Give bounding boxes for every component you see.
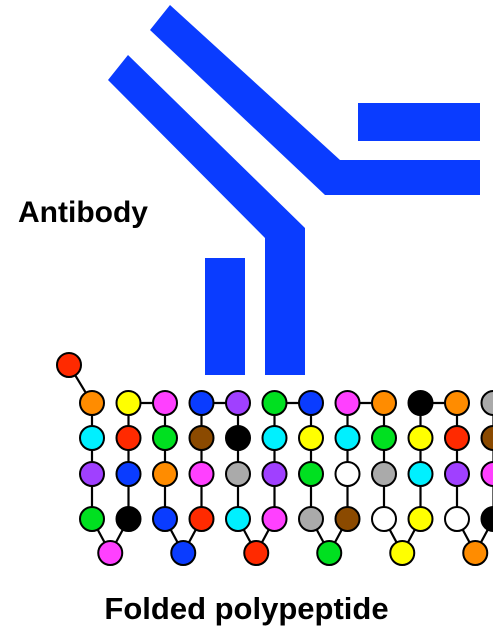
- bead-col-4-4: [188, 390, 215, 416]
- bead-start: [56, 352, 82, 378]
- bead-col-11-2: [444, 425, 470, 451]
- antibody-label: Antibody: [18, 196, 148, 229]
- bead-col-9-3: [371, 461, 397, 487]
- bead-col-9-1: [371, 390, 397, 416]
- bead-col-11-4: [444, 506, 470, 532]
- bead-col-11-3: [444, 461, 470, 487]
- bead-col-4-2: [188, 461, 215, 487]
- bead-col-1-4: [79, 506, 105, 532]
- bead-loop-3: [243, 540, 270, 566]
- bead-col-6-3: [261, 425, 288, 451]
- bead-col-9-4: [371, 506, 397, 532]
- bead-col-7-4: [298, 506, 324, 532]
- bead-loop-4: [316, 540, 343, 566]
- bead-col-8-4: [334, 390, 361, 416]
- bead-col-2-2: [115, 461, 142, 487]
- bead-col-1-2: [79, 425, 105, 451]
- bead-col-4-1: [188, 506, 215, 532]
- bead-col-2-3: [115, 425, 142, 451]
- bead-col-11-1: [444, 390, 470, 416]
- bead-col-7-2: [298, 425, 324, 451]
- bead-col-5-1: [225, 390, 251, 416]
- bead-col-10-1: [407, 506, 434, 532]
- bead-col-12-3: [480, 425, 493, 451]
- polypeptide-label: Folded polypeptide: [104, 591, 389, 626]
- bead-col-7-3: [298, 461, 324, 487]
- bead-col-12-1: [480, 506, 493, 532]
- bead-col-12-4: [480, 390, 493, 416]
- bead-col-3-3: [152, 461, 178, 487]
- bead-col-5-3: [225, 461, 251, 487]
- polypeptide-beads: [56, 352, 493, 566]
- bead-col-6-4: [261, 390, 288, 416]
- bead-col-3-1: [152, 390, 178, 416]
- bead-col-5-4: [225, 506, 251, 532]
- bead-loop-6: [462, 540, 489, 566]
- bead-col-1-1: [79, 390, 105, 416]
- bead-col-1-3: [79, 461, 105, 487]
- antibody-shape: [108, 5, 480, 375]
- bead-col-3-4: [152, 506, 178, 532]
- antibody-light-chain-right: [358, 103, 480, 141]
- antibody-stem-left: [205, 258, 245, 375]
- bead-col-3-2: [152, 425, 178, 451]
- bead-col-10-2: [407, 461, 434, 487]
- bead-col-7-1: [298, 390, 324, 416]
- bead-col-6-1: [261, 506, 288, 532]
- bead-col-12-2: [480, 461, 493, 487]
- bead-loop-2: [170, 540, 197, 566]
- bead-col-10-3: [407, 425, 434, 451]
- bead-col-2-4: [115, 390, 142, 416]
- bead-col-8-1: [334, 506, 361, 532]
- antibody-arm-outer: [150, 5, 480, 195]
- bead-col-4-3: [188, 425, 215, 451]
- bead-col-8-2: [334, 461, 361, 487]
- bead-col-9-2: [371, 425, 397, 451]
- bead-col-10-4: [407, 390, 434, 416]
- bead-loop-1: [97, 540, 124, 566]
- bead-col-5-2: [225, 425, 251, 451]
- bead-col-6-2: [261, 461, 288, 487]
- bead-col-2-1: [115, 506, 142, 532]
- antibody-arm-inner: [108, 55, 305, 375]
- bead-col-8-3: [334, 425, 361, 451]
- bead-loop-5: [389, 540, 416, 566]
